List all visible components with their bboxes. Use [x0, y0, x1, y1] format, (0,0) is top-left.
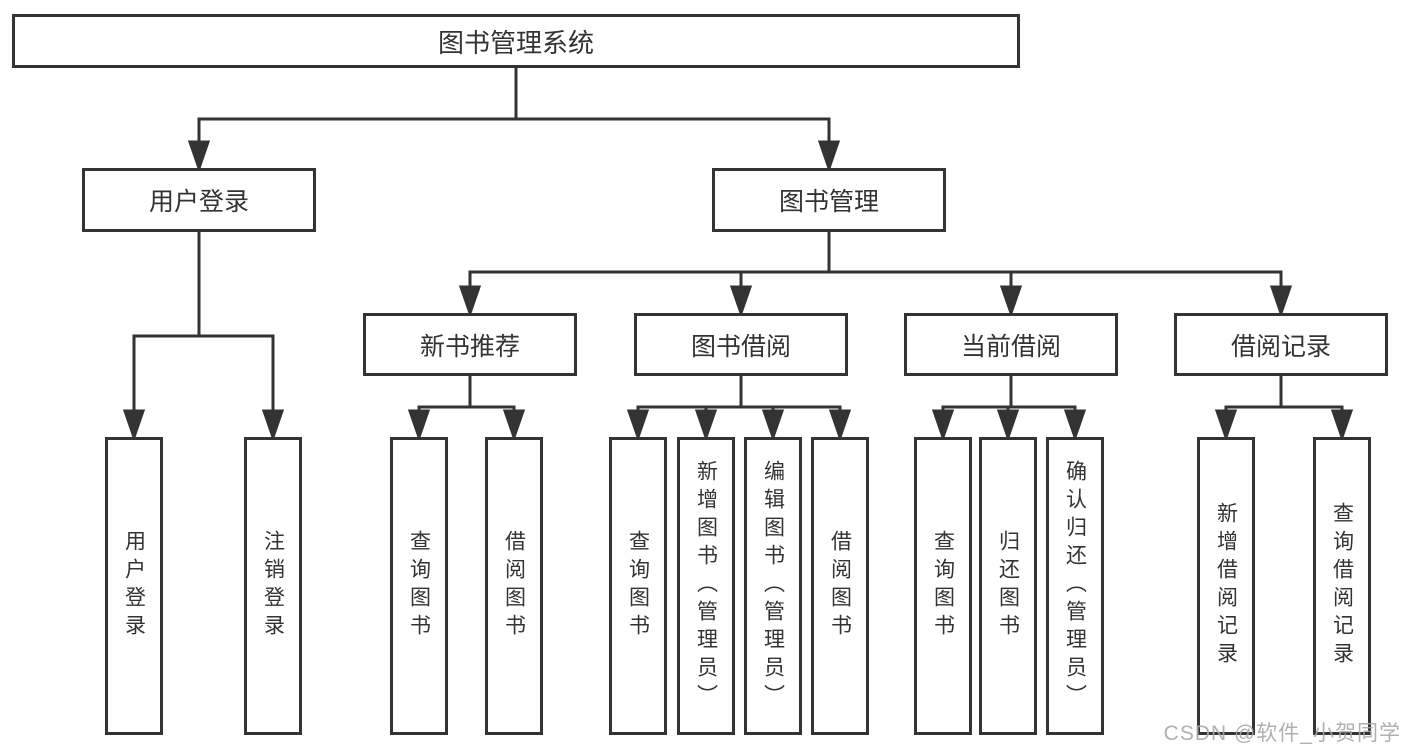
leaf-label: 借阅图书: [828, 530, 852, 642]
leaf-borrow-books-recommend: 借阅图书: [485, 437, 543, 735]
node-label: 用户登录: [148, 188, 249, 216]
node-user-login: 用户登录: [82, 168, 316, 232]
leaf-label: 编辑图书（管理员）: [761, 460, 785, 712]
leaf-query-borrow-record: 查询借阅记录: [1313, 437, 1371, 735]
node-library-system: 图书管理系统: [12, 14, 1020, 68]
leaf-label: 查询借阅记录: [1330, 502, 1354, 670]
leaf-label: 查询图书: [626, 530, 650, 642]
csdn-watermark: CSDN @软件_小贺同学: [1163, 722, 1401, 745]
leaf-borrow-books: 借阅图书: [811, 437, 869, 735]
leaf-label: 注销登录: [261, 530, 285, 642]
leaf-label: 归还图书: [996, 530, 1020, 642]
leaf-query-books-recommend: 查询图书: [390, 437, 448, 735]
node-borrow-records: 借阅记录: [1174, 313, 1388, 376]
node-label: 当前借阅: [960, 332, 1061, 361]
leaf-label: 查询图书: [407, 530, 431, 642]
node-label: 新书推荐: [419, 332, 520, 361]
leaf-edit-books-admin: 编辑图书（管理员）: [744, 437, 802, 735]
node-label: 图书管理系统: [437, 27, 594, 58]
leaf-label: 新增图书（管理员）: [694, 460, 718, 712]
leaf-query-books-borrow: 查询图书: [609, 437, 667, 735]
node-book-management: 图书管理: [712, 168, 946, 232]
node-book-borrow: 图书借阅: [634, 313, 848, 376]
leaf-logout: 注销登录: [244, 437, 302, 735]
node-label: 图书管理: [778, 188, 879, 216]
node-label: 图书借阅: [690, 332, 791, 361]
leaf-label: 新增借阅记录: [1214, 502, 1238, 670]
leaf-confirm-return-admin: 确认归还（管理员）: [1046, 437, 1104, 735]
leaf-user-login: 用户登录: [105, 437, 163, 735]
leaf-label: 借阅图书: [502, 530, 526, 642]
leaf-add-borrow-record: 新增借阅记录: [1197, 437, 1255, 735]
leaf-add-books-admin: 新增图书（管理员）: [677, 437, 735, 735]
leaf-label: 查询图书: [931, 530, 955, 642]
leaf-label: 用户登录: [122, 530, 146, 642]
leaf-return-books: 归还图书: [979, 437, 1037, 735]
node-label: 借阅记录: [1230, 332, 1331, 361]
leaf-label: 确认归还（管理员）: [1063, 460, 1087, 712]
leaf-query-books-current: 查询图书: [914, 437, 972, 735]
node-current-borrow: 当前借阅: [904, 313, 1118, 376]
node-new-book-recommend: 新书推荐: [363, 313, 577, 376]
